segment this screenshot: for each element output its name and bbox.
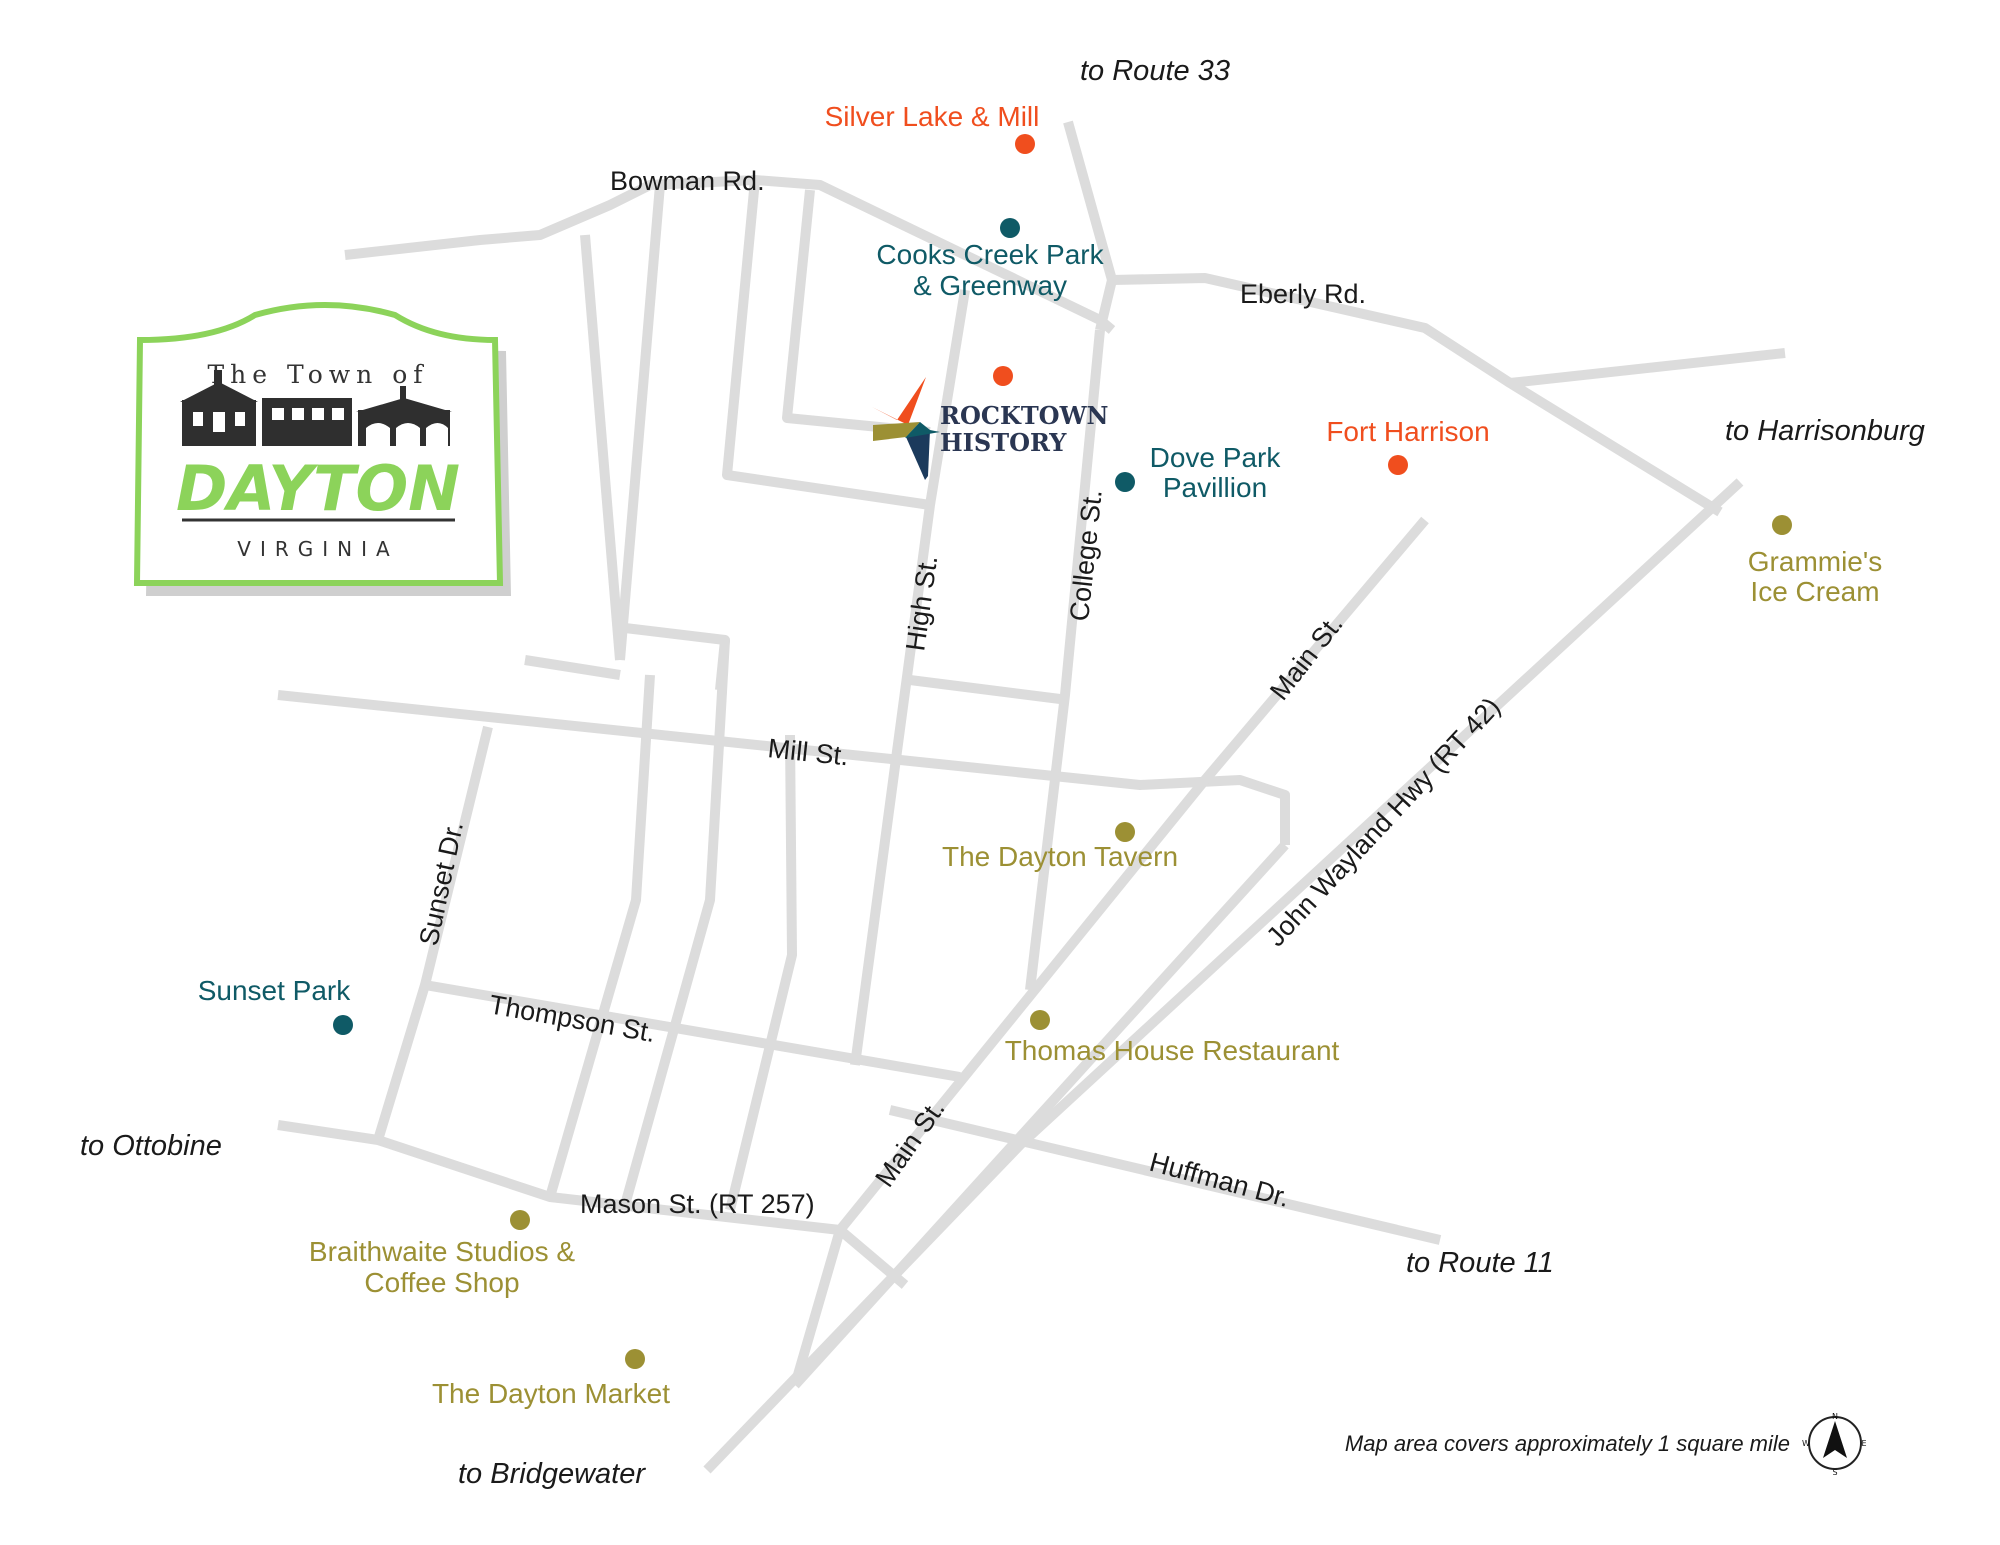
destination-labels: to Route 33 to Harrisonburg to Ottobine … <box>80 55 1925 1490</box>
star-icon-left <box>873 422 920 441</box>
star-icon-bottom <box>906 430 930 480</box>
poi-label-cooks-creek-1: Cooks Creek Park <box>876 239 1104 270</box>
dest-route33: to Route 33 <box>1080 55 1230 87</box>
poi-marker-dove-park[interactable] <box>1115 472 1135 492</box>
label-sunset-dr: Sunset Dr. <box>414 819 470 949</box>
road-west-spur <box>580 234 625 661</box>
road-huffman <box>888 1105 1442 1245</box>
road-grid-2 <box>620 639 730 1207</box>
poi-marker-thomas-house[interactable] <box>1030 1010 1050 1030</box>
brand-line2: HISTORY <box>940 428 1067 457</box>
poi-marker-silver-lake[interactable] <box>1015 134 1035 154</box>
road-mill-north-b <box>624 623 730 691</box>
poi-marker-dayton-market[interactable] <box>625 1349 645 1369</box>
logo-building-windows <box>193 408 448 446</box>
poi-marker-fort-harrison[interactable] <box>1388 455 1408 475</box>
label-thompson-st: Thompson St. <box>487 989 658 1048</box>
road-grid-1 <box>545 674 655 1199</box>
poi-label-sunset-park: Sunset Park <box>198 975 352 1006</box>
compass-north: N <box>1832 1412 1838 1421</box>
compass-south: S <box>1832 1468 1837 1477</box>
poi-label-cooks-creek-2: & Greenway <box>913 270 1067 301</box>
logo-town-name: DAYTON <box>176 452 460 525</box>
logo-top-text: The Town of <box>207 360 428 389</box>
points-of-interest: Silver Lake & Mill Cooks Creek Park & Gr… <box>198 101 1883 1409</box>
label-mill-st: Mill St. <box>766 733 850 771</box>
poi-marker-rocktown-history[interactable] <box>993 366 1013 386</box>
compass-west: W <box>1802 1439 1810 1448</box>
compass-icon: N S E W <box>1802 1412 1866 1477</box>
poi-label-braithwaite-1: Braithwaite Studios & <box>309 1236 575 1267</box>
dest-route11: to Route 11 <box>1406 1247 1554 1279</box>
road-route33 <box>1063 120 1117 332</box>
dest-ottobine: to Ottobine <box>80 1130 222 1162</box>
poi-label-braithwaite-2: Coffee Shop <box>364 1267 519 1298</box>
dest-bridgewater: to Bridgewater <box>458 1458 646 1490</box>
poi-label-dayton-tavern: The Dayton Tavern <box>942 841 1178 872</box>
road-bowman <box>344 175 1116 334</box>
compass-east: E <box>1861 1439 1866 1448</box>
label-main-st-south: Main St. <box>869 1094 950 1192</box>
road-high-college-link <box>909 675 1069 705</box>
poi-label-grammies-2: Ice Cream <box>1750 576 1879 607</box>
brand-line1: ROCKTOWN <box>940 401 1108 430</box>
road-loop-west <box>722 179 931 510</box>
scale-note: Map area covers approximately 1 square m… <box>1345 1431 1790 1456</box>
poi-marker-sunset-park[interactable] <box>333 1015 353 1035</box>
poi-marker-braithwaite[interactable] <box>510 1210 530 1230</box>
road-harrisonburg-east <box>1509 348 1786 388</box>
poi-label-silver-lake: Silver Lake & Mill <box>825 101 1040 132</box>
road-grid-3 <box>725 734 797 1212</box>
town-logo: The Town of DAYTON VIRGINIA <box>133 302 511 596</box>
dest-harrisonburg: to Harrisonburg <box>1725 415 1925 447</box>
poi-label-dove-park-2: Pavillion <box>1163 472 1267 503</box>
logo-state: VIRGINIA <box>237 537 398 561</box>
label-john-wayland-hwy: John Wayland Hwy (RT 42) <box>1260 692 1506 952</box>
road-west-spur-2 <box>615 184 665 661</box>
poi-label-dayton-market: The Dayton Market <box>432 1378 670 1409</box>
map-footer: Map area covers approximately 1 square m… <box>1345 1412 1867 1477</box>
label-high-st: High St. <box>900 554 943 653</box>
road-high-st <box>850 289 970 1066</box>
road-network <box>277 120 1786 1474</box>
road-mill-st <box>277 690 1290 845</box>
star-icon-top <box>872 377 926 425</box>
poi-marker-grammies[interactable] <box>1772 515 1792 535</box>
label-mason-st: Mason St. (RT 257) <box>580 1189 815 1219</box>
rocktown-history-logo: ROCKTOWN HISTORY <box>872 377 1108 480</box>
poi-marker-dayton-tavern[interactable] <box>1115 822 1135 842</box>
label-main-st-north: Main St. <box>1264 609 1349 706</box>
road-mill-north-a <box>524 655 621 680</box>
poi-marker-cooks-creek[interactable] <box>1000 218 1020 238</box>
poi-label-grammies-1: Grammie's <box>1748 546 1882 577</box>
label-huffman-dr: Huffman Dr. <box>1146 1147 1292 1213</box>
poi-label-fort-harrison: Fort Harrison <box>1326 416 1489 447</box>
label-college-st: College St. <box>1064 488 1108 622</box>
road-eberly <box>1111 273 1723 517</box>
label-bowman-rd: Bowman Rd. <box>610 166 765 196</box>
road-john-wayland <box>703 478 1744 1474</box>
road-ottobine <box>277 1120 841 1235</box>
label-eberly-rd: Eberly Rd. <box>1240 279 1366 309</box>
road-main-st <box>790 516 1429 1387</box>
road-thompson-st <box>424 980 961 1082</box>
star-icon-right <box>905 422 940 438</box>
poi-label-dove-park-1: Dove Park <box>1150 442 1282 473</box>
poi-label-thomas-house: Thomas House Restaurant <box>1005 1035 1340 1066</box>
